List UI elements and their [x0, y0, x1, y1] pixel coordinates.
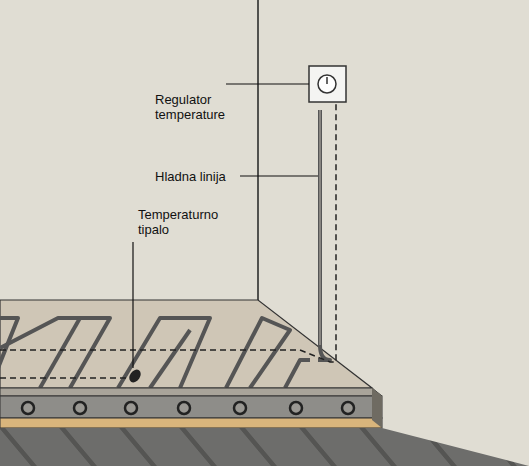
dial-pointer	[326, 77, 328, 84]
temperature-sensor	[127, 367, 143, 384]
screed-layer	[0, 396, 382, 418]
thermostat-dial	[318, 75, 336, 93]
subfloor	[0, 428, 529, 466]
slab-side	[372, 388, 382, 428]
cable-section	[22, 402, 354, 414]
leader-line	[133, 84, 318, 368]
heating-cable	[0, 110, 330, 388]
cable-highlight	[319, 110, 321, 345]
floor-surface	[0, 300, 372, 388]
callout-label: Temperaturno tipalo	[138, 207, 233, 237]
thermostat-body	[309, 66, 346, 102]
callout-label: Hladna linija	[155, 169, 255, 184]
sensor-line	[0, 102, 336, 378]
wall-corner	[257, 0, 259, 300]
insulation-board	[0, 418, 382, 428]
callout-label: Regulator temperature	[155, 92, 245, 122]
screed-top	[0, 388, 382, 396]
